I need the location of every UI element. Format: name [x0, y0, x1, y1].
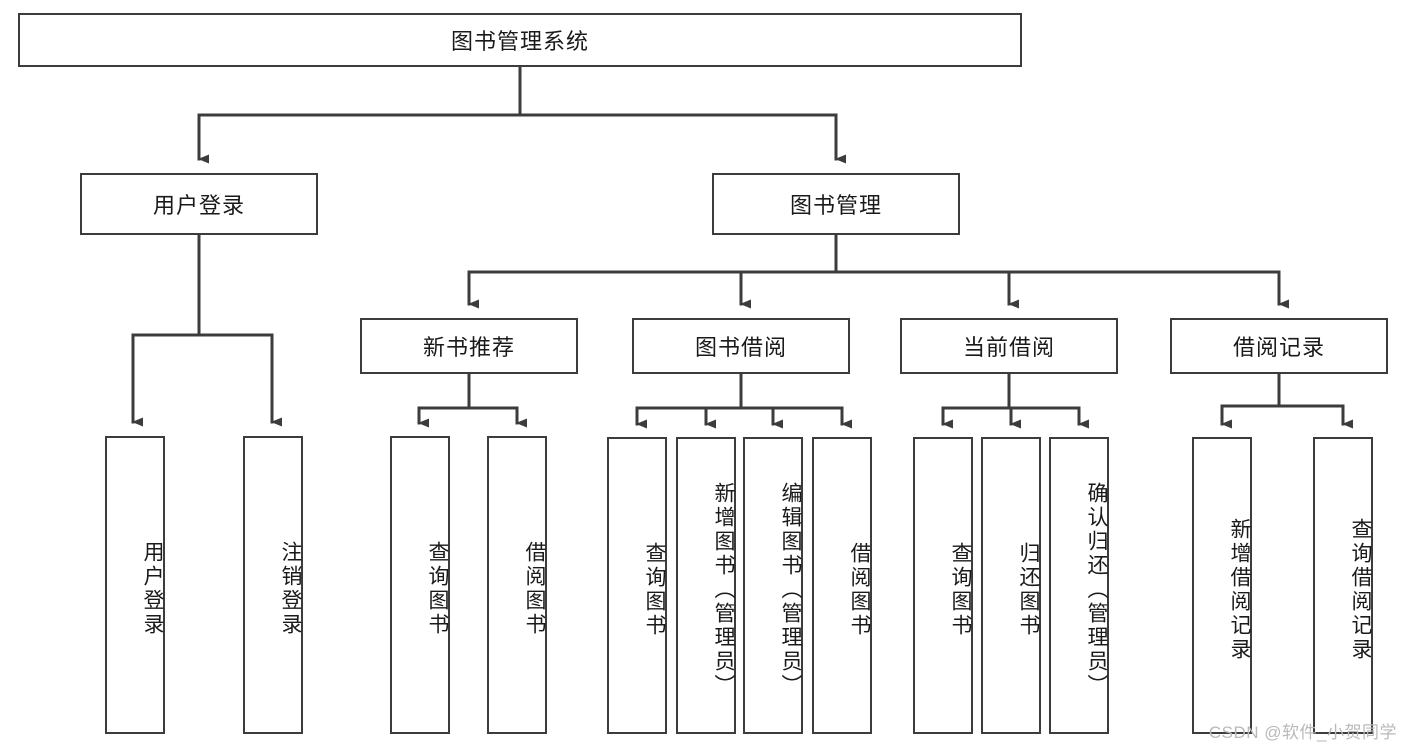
node-book-borrow[interactable]: 图书借阅: [632, 318, 850, 374]
node-leaf-query-book-1-label: 查询图书: [426, 541, 449, 637]
node-book-borrow-label: 图书借阅: [694, 335, 787, 360]
node-borrow-record[interactable]: 借阅记录: [1170, 318, 1388, 374]
node-current-borrow-label: 当前借阅: [962, 335, 1055, 360]
node-leaf-query-book-2-label: 查询图书: [643, 541, 666, 638]
node-leaf-logout-label: 注销登录: [279, 541, 302, 637]
node-leaf-return-book[interactable]: 归还图书: [981, 437, 1041, 734]
node-leaf-edit-book-admin[interactable]: 编辑图书（管理员）: [743, 437, 803, 734]
node-root[interactable]: 图书管理系统: [18, 13, 1022, 67]
node-current-borrow[interactable]: 当前借阅: [900, 318, 1118, 374]
node-leaf-user-login[interactable]: 用户登录: [105, 436, 165, 734]
node-leaf-query-book-3-label: 查询图书: [949, 541, 972, 638]
node-leaf-logout[interactable]: 注销登录: [243, 436, 303, 734]
node-leaf-borrow-book-2-label: 借阅图书: [848, 541, 871, 638]
node-leaf-borrow-book-2[interactable]: 借阅图书: [812, 437, 872, 734]
node-book-management[interactable]: 图书管理: [712, 173, 960, 235]
node-leaf-query-book-3[interactable]: 查询图书: [913, 437, 973, 734]
node-new-book-recommend[interactable]: 新书推荐: [360, 318, 578, 374]
node-leaf-return-book-label: 归还图书: [1017, 541, 1040, 638]
node-leaf-add-book-admin-label: 新增图书（管理员）: [712, 481, 735, 698]
node-book-management-label: 图书管理: [789, 193, 882, 218]
node-leaf-query-book-2[interactable]: 查询图书: [607, 437, 667, 734]
node-leaf-add-book-admin[interactable]: 新增图书（管理员）: [676, 437, 736, 734]
node-leaf-edit-book-admin-label: 编辑图书（管理员）: [779, 481, 802, 698]
node-leaf-borrow-book-1-label: 借阅图书: [523, 541, 546, 637]
node-leaf-borrow-book-1[interactable]: 借阅图书: [487, 436, 547, 734]
node-leaf-add-borrow-record[interactable]: 新增借阅记录: [1192, 437, 1252, 734]
node-leaf-user-login-label: 用户登录: [141, 541, 164, 637]
node-leaf-add-borrow-record-label: 新增借阅记录: [1228, 517, 1251, 662]
node-leaf-query-borrow-record[interactable]: 查询借阅记录: [1313, 437, 1373, 734]
node-root-label: 图书管理系统: [450, 29, 589, 54]
node-borrow-record-label: 借阅记录: [1232, 335, 1325, 360]
node-leaf-query-borrow-record-label: 查询借阅记录: [1349, 517, 1372, 662]
node-leaf-query-book-1[interactable]: 查询图书: [390, 436, 450, 734]
node-leaf-confirm-return-admin-label: 确认归还（管理员）: [1085, 481, 1108, 698]
node-leaf-confirm-return-admin[interactable]: 确认归还（管理员）: [1049, 437, 1109, 734]
node-user-login[interactable]: 用户登录: [80, 173, 318, 235]
node-new-book-recommend-label: 新书推荐: [422, 335, 515, 360]
node-user-login-label: 用户登录: [152, 193, 245, 218]
